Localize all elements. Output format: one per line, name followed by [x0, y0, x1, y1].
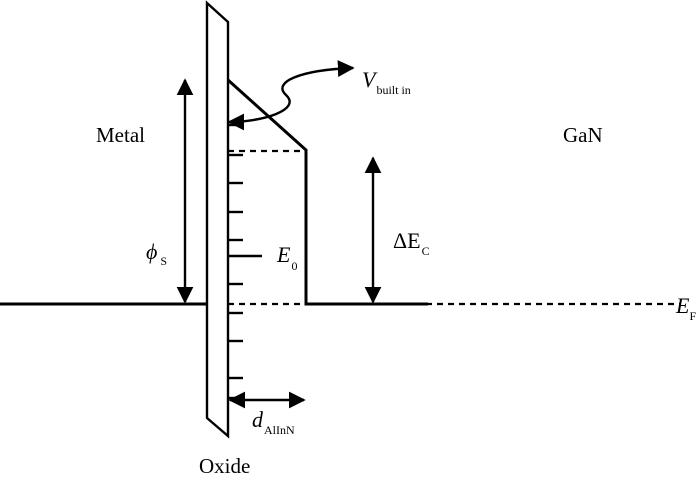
metal-label: Metal [96, 123, 145, 147]
barrier-conduction-band [226, 78, 428, 306]
vbuilt-curved-arrow [227, 60, 355, 131]
ef-label: EF [675, 293, 696, 323]
e0-label: E0 [276, 242, 297, 273]
d-alinn-label: dAlInN [252, 407, 295, 437]
oxide-label: Oxide [199, 454, 250, 478]
delta-ec-label: ΔEC [393, 228, 430, 258]
gan-label: GaN [563, 123, 603, 147]
oxide-layer [205, 0, 230, 439]
trap-states [228, 123, 262, 400]
vbuilt-label: Vbuilt in [362, 67, 411, 97]
